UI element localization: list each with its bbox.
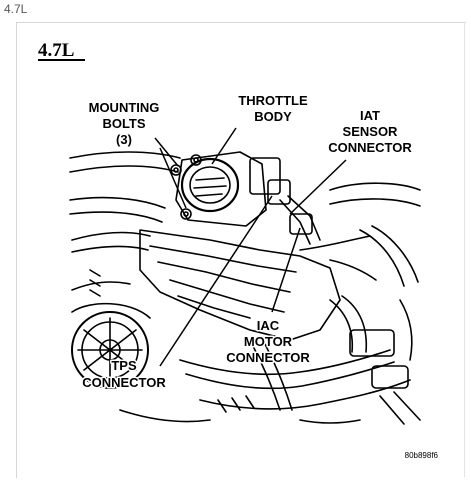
label-iat-line3: CONNECTOR xyxy=(328,140,412,155)
figure-title: 4.7L xyxy=(38,40,74,61)
label-iat-line1: IAT xyxy=(360,108,380,123)
figure-code: 80b898f6 xyxy=(405,451,439,460)
label-iac-line1: IAC xyxy=(257,318,280,333)
leader-iac-motor xyxy=(271,227,301,313)
label-mounting-bolts-line2: BOLTS xyxy=(102,116,145,131)
leader-mounting-bolts-1 xyxy=(154,137,179,167)
label-throttle-body-line2: BODY xyxy=(254,109,292,124)
label-iac-line2: MOTOR xyxy=(244,334,293,349)
label-iac-line3: CONNECTOR xyxy=(226,350,310,365)
callout-iac-motor-connector: IAC MOTOR CONNECTOR xyxy=(225,317,312,367)
callout-tps-connector: TPS CONNECTOR xyxy=(81,357,168,392)
label-mounting-bolts-line1: MOUNTING xyxy=(89,100,160,115)
label-iat-line2: SENSOR xyxy=(343,124,399,139)
figure-frame xyxy=(16,22,466,478)
leader-iat-sensor xyxy=(289,159,347,215)
engine-line-art xyxy=(69,151,421,425)
figure-frame-edge xyxy=(464,22,465,477)
leader-throttle-body xyxy=(211,127,237,165)
callout-iat-sensor-connector: IAT SENSOR CONNECTOR xyxy=(327,107,414,157)
label-tps-line2: CONNECTOR xyxy=(82,375,166,390)
callout-mounting-bolts: MOUNTING BOLTS (3) xyxy=(87,99,161,149)
callout-throttle-body: THROTTLE BODY xyxy=(237,92,310,126)
callout-leaders xyxy=(154,127,347,367)
leader-tps xyxy=(159,195,273,367)
image-caption: 4.7L xyxy=(4,2,28,16)
leader-mounting-bolts-2 xyxy=(159,147,187,209)
label-tps-line1: TPS xyxy=(111,358,137,373)
label-throttle-body-line1: THROTTLE xyxy=(238,93,308,108)
label-mounting-bolts-line3: (3) xyxy=(116,132,132,147)
